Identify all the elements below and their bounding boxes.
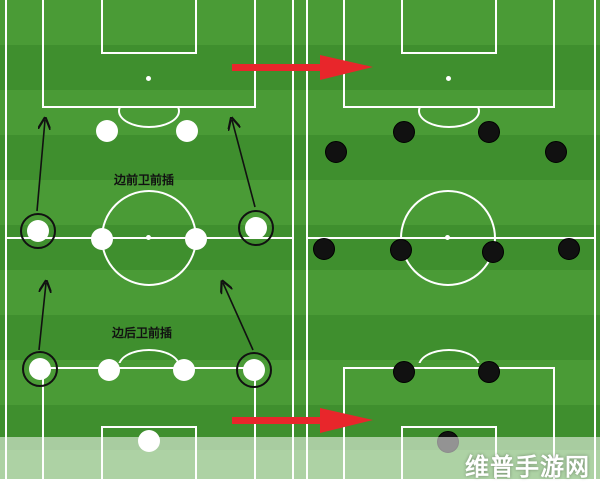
player-black	[313, 238, 335, 260]
player-white	[96, 120, 118, 142]
watermark-text: 维普手游网	[465, 453, 590, 481]
player-white	[91, 228, 113, 250]
left-pitch: 边前卫前插 边后卫前插	[0, 0, 300, 479]
top-penalty-spot	[446, 76, 451, 81]
right-pitch	[300, 0, 600, 479]
pitch-outline	[306, 0, 596, 479]
player-black	[325, 141, 347, 163]
player-black	[390, 239, 412, 261]
player-white	[185, 228, 207, 250]
player-black	[393, 361, 415, 383]
player-black	[482, 241, 504, 263]
top-penalty-box	[42, 0, 256, 108]
top-penalty-box	[343, 0, 555, 108]
player-black	[393, 121, 415, 143]
top-penalty-spot	[146, 76, 151, 81]
top-goal-box	[401, 0, 497, 54]
player-white	[98, 359, 120, 381]
pitch-outline	[5, 0, 294, 479]
label-fullback-forward-upper: 边前卫前插	[114, 173, 175, 187]
highlight-ring	[238, 210, 274, 246]
highlight-ring	[22, 351, 58, 387]
player-black	[545, 141, 567, 163]
watermark-band	[0, 437, 600, 479]
player-white	[176, 120, 198, 142]
top-goal-box	[101, 0, 197, 54]
center-spot	[146, 235, 151, 240]
player-black	[478, 361, 500, 383]
highlight-ring	[236, 352, 272, 388]
label-fullback-forward-lower: 边后卫前插	[112, 326, 173, 340]
player-white	[173, 359, 195, 381]
center-circle	[400, 190, 496, 286]
player-black	[478, 121, 500, 143]
highlight-ring	[20, 213, 56, 249]
player-black	[558, 238, 580, 260]
center-spot	[445, 235, 450, 240]
